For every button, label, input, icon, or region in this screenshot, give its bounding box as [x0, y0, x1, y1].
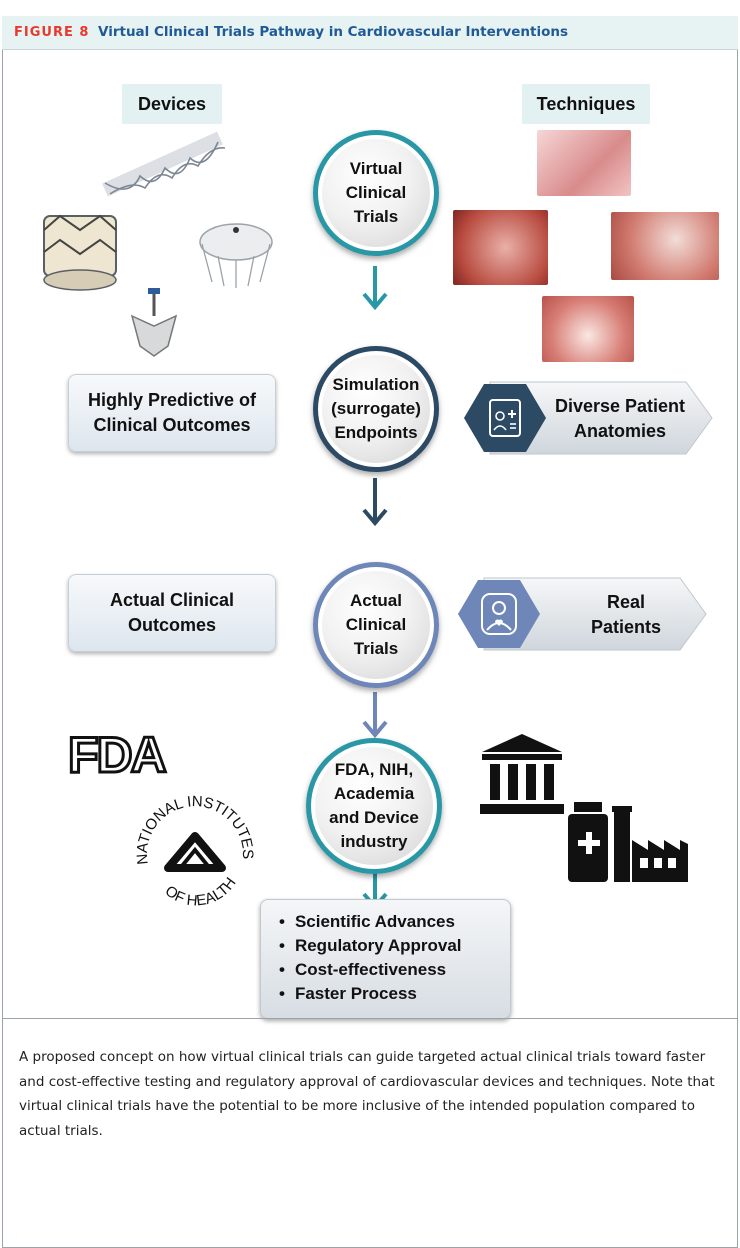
government-building-icon [480, 734, 564, 814]
svg-text:NATIONAL INSTITUTES: NATIONAL INSTITUTES [134, 793, 256, 865]
outcome-item: Regulatory Approval [279, 934, 510, 958]
real-patients-shape [458, 577, 707, 651]
techniques-title: Techniques [522, 84, 650, 124]
outcome-item: Scientific Advances [279, 910, 510, 934]
pharma-factory-icon [568, 802, 688, 882]
svg-text:OF HEALTH: OF HEALTH [162, 874, 240, 909]
valve-image-2 [199, 223, 273, 288]
stage-simulation-endpoints: Simulation (surrogate) Endpoints [313, 346, 439, 472]
clip-device-image [130, 288, 178, 357]
predictive-outcomes-box: Highly Predictive of Clinical Outcomes [68, 374, 276, 452]
diverse-anatomies-label: Diverse Patient Anatomies [554, 396, 686, 441]
arrow-2 [362, 478, 388, 527]
outcome-item: Cost-effectiveness [279, 958, 510, 982]
caption-text: A proposed concept on how virtual clinic… [19, 1049, 715, 1139]
devices-title: Devices [122, 84, 222, 124]
technique-image-3 [611, 212, 719, 280]
technique-image-4 [542, 296, 634, 362]
technique-image-1 [537, 130, 631, 196]
outcomes-box: Scientific Advances Regulatory Approval … [260, 899, 511, 1019]
valve-image-1 [43, 214, 117, 291]
stage-agencies: FDA, NIH, Academia and Device industry [306, 738, 442, 874]
figure-label: FIGURE 8 [14, 25, 90, 40]
fda-logo: FDA [68, 728, 169, 776]
arrow-3 [362, 692, 388, 739]
nih-logo: NATIONAL INSTITUTES OF HEALTH [134, 793, 256, 909]
arrow-1 [362, 266, 388, 311]
stage-virtual-trials: Virtual Clinical Trials [313, 130, 439, 256]
diverse-anatomies-shape [464, 381, 713, 455]
technique-image-2 [453, 210, 548, 285]
svg-text:FDA: FDA [68, 728, 166, 776]
actual-outcomes-box: Actual Clinical Outcomes [68, 574, 276, 652]
stage-actual-trials: Actual Clinical Trials [313, 562, 439, 688]
figure-header: FIGURE 8 Virtual Clinical Trials Pathway… [2, 16, 738, 50]
figure-title: Virtual Clinical Trials Pathway in Cardi… [98, 24, 568, 40]
figure-caption: A proposed concept on how virtual clinic… [2, 1018, 738, 1248]
stent-image [102, 131, 226, 197]
outcome-item: Faster Process [279, 982, 510, 1006]
real-patients-label: Real Patients [590, 592, 662, 637]
